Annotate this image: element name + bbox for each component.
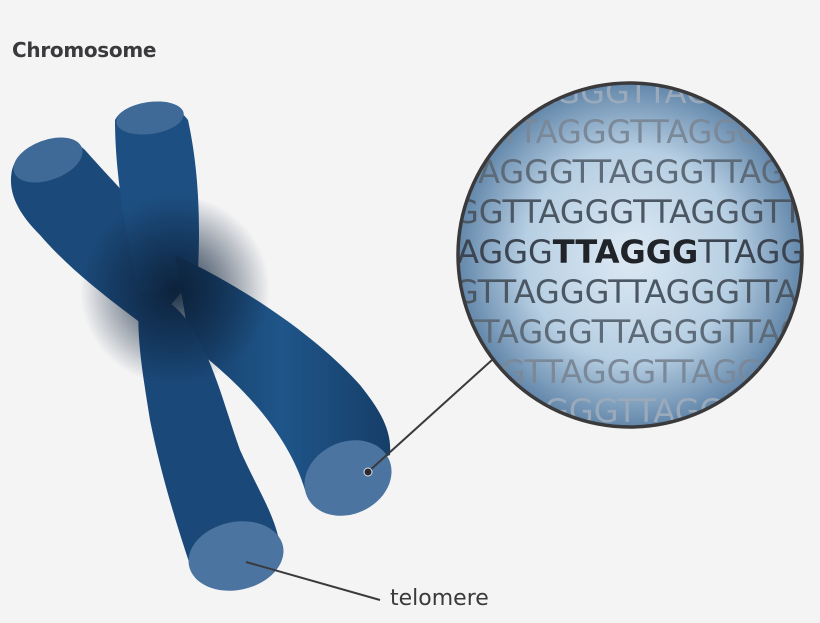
lens-leader-line	[367, 359, 493, 473]
telomere-cap-upper-left	[13, 137, 83, 183]
sequence-line: TAGGGTTAGGGTTAGG	[460, 153, 810, 191]
telomere-cap-upper-right	[116, 101, 184, 135]
sequence-line: TTAGGGTTAGGGTTAG	[460, 313, 804, 351]
diagram-title: Chromosome	[12, 38, 157, 62]
sequence-lens: TTAGGGTTAGGGTTAG GTTAGGGTTAGGGTTA TAGGGT…	[439, 81, 810, 429]
telomere-label: telomere	[390, 586, 489, 611]
sequence-line-highlight: TAGGGTTAGGGTTAGG	[439, 233, 805, 271]
lens-leader-dot	[363, 467, 373, 477]
repeat-motif-highlight: TTAGGG	[553, 233, 698, 271]
sequence-line: GTTAGGGTTAGGGTTA	[454, 273, 797, 311]
sequence-segment: TTAGG	[697, 233, 805, 271]
sequence-line: GGTTAGGGTTAGGGTT	[454, 193, 803, 231]
chromosome	[10, 101, 392, 591]
telomere-leader-line	[245, 561, 381, 601]
lens-border	[456, 81, 804, 429]
telomere-cap-lower-left	[188, 521, 284, 591]
telomere-cap-lower-right	[304, 440, 392, 516]
sequence-segment: TAGGG	[439, 233, 553, 271]
